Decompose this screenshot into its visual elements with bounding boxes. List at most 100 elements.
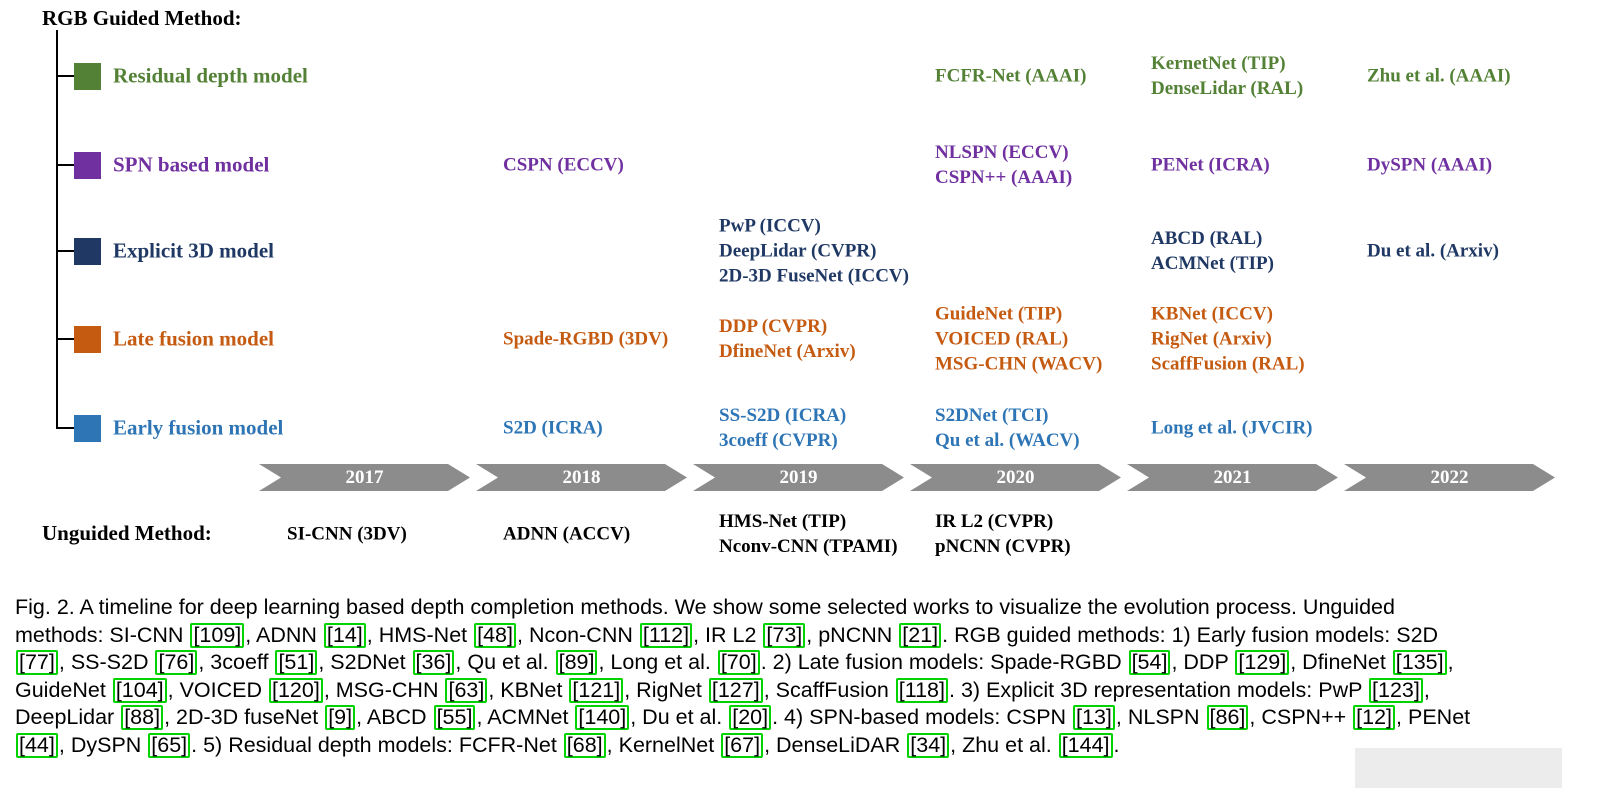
citation-ref: [121] bbox=[569, 677, 624, 703]
spn-based-model-swatch-icon bbox=[74, 152, 101, 179]
method-entry: DySPN (AAAI) bbox=[1367, 154, 1493, 176]
late-fusion-model-2019-entries: DDP (CVPR) DfineNet (Arxiv) bbox=[719, 314, 856, 364]
caption-text: , DySPN bbox=[58, 732, 148, 757]
year-label: 2022 bbox=[1430, 466, 1469, 488]
method-entry: CSPN++ (AAAI) bbox=[935, 167, 1073, 188]
tree-branch-line bbox=[56, 250, 76, 252]
citation-ref: [65] bbox=[148, 732, 191, 758]
caption-text: , PENet bbox=[1396, 705, 1471, 729]
early-fusion-model-label: Early fusion model bbox=[113, 415, 284, 440]
caption-text: , MSG-CHN bbox=[323, 677, 445, 702]
caption-text: , SS-S2D bbox=[58, 650, 155, 674]
citation-ref: [73] bbox=[763, 622, 806, 648]
caption-text: , bbox=[1423, 677, 1430, 702]
method-entry: PwP (ICCV) bbox=[719, 215, 821, 237]
spn-based-model-2021-entries: PENet (ICRA) bbox=[1151, 153, 1270, 178]
year-label: 2019 bbox=[779, 466, 818, 488]
citation-ref: [140] bbox=[575, 705, 630, 730]
citation-ref: [48] bbox=[474, 622, 516, 648]
citation-ref: [129] bbox=[1235, 650, 1290, 675]
citation-ref: [21] bbox=[899, 622, 942, 648]
caption-text: , HMS-Net bbox=[366, 622, 474, 647]
method-entry: S2DNet (TCI) bbox=[935, 405, 1049, 426]
caption-text: , DfineNet bbox=[1290, 650, 1392, 674]
year-arrow-2020: 2020 bbox=[910, 464, 1121, 491]
method-entry: PENet (ICRA) bbox=[1151, 154, 1270, 176]
caption-line: methods: SI-CNN [109], ADNN [14], HMS-Ne… bbox=[15, 622, 1615, 650]
citation-ref: [127] bbox=[708, 677, 763, 703]
residual-depth-model-label: Residual depth model bbox=[113, 63, 308, 88]
method-entry: ScaffFusion (RAL) bbox=[1151, 353, 1305, 375]
method-entry: SS-S2D (ICRA) bbox=[719, 405, 847, 426]
year-arrow-2022: 2022 bbox=[1344, 464, 1555, 491]
caption-text: , VOICED bbox=[167, 677, 268, 702]
method-entry: DDP (CVPR) bbox=[719, 316, 828, 337]
citation-ref: [68] bbox=[563, 732, 606, 758]
caption-text: , pNCNN bbox=[806, 622, 899, 647]
caption-text: Fig. 2. A timeline for deep learning bas… bbox=[15, 595, 1395, 619]
citation-ref: [14] bbox=[323, 622, 366, 648]
citation-ref: [144] bbox=[1058, 732, 1113, 758]
citation-ref: [135] bbox=[1392, 650, 1447, 675]
caption-text: , KernelNet bbox=[606, 732, 721, 757]
caption-text: , ABCD bbox=[356, 705, 433, 729]
citation-ref: [55] bbox=[433, 705, 476, 730]
method-entry: DeepLidar (CVPR) bbox=[719, 240, 877, 262]
tree-branch-line bbox=[56, 427, 76, 429]
caption-text: . 5) Residual depth models: FCFR-Net bbox=[191, 732, 563, 757]
citation-ref: [112] bbox=[639, 622, 693, 648]
method-entry: Spade-RGBD (3DV) bbox=[503, 328, 669, 350]
citation-ref: [104] bbox=[112, 677, 167, 703]
residual-depth-model-2022-entries: Zhu et al. (AAAI) bbox=[1367, 64, 1511, 89]
caption-text: , Qu et al. bbox=[455, 650, 555, 674]
method-entry: Nconv-CNN (TPAMI) bbox=[719, 536, 898, 557]
citation-ref: [109] bbox=[190, 622, 245, 648]
tree-branch-line bbox=[56, 338, 76, 340]
late-fusion-model-2020-entries: GuideNet (TIP)VOICED (RAL)MSG-CHN (WACV) bbox=[935, 302, 1102, 377]
method-entry: MSG-CHN (WACV) bbox=[935, 353, 1103, 375]
method-entry: Long et al. (JVCIR) bbox=[1151, 417, 1313, 439]
gray-artifact-box bbox=[1355, 748, 1562, 788]
caption-text: , Ncon-CNN bbox=[517, 622, 639, 647]
caption-line: GuideNet [104], VOICED [120], MSG-CHN [6… bbox=[15, 677, 1615, 705]
figure-caption: Fig. 2. A timeline for deep learning bas… bbox=[15, 594, 1615, 759]
caption-text: . 2) Late fusion models: Spade-RGBD bbox=[760, 650, 1128, 674]
method-entry: SI-CNN (3DV) bbox=[287, 523, 407, 545]
early-fusion-model-2019-entries: SS-S2D (ICRA)3coeff (CVPR) bbox=[719, 403, 846, 453]
caption-text: , ADNN bbox=[245, 622, 323, 647]
caption-line: Fig. 2. A timeline for deep learning bas… bbox=[15, 594, 1615, 622]
citation-ref: [118] bbox=[895, 677, 948, 703]
caption-text: , bbox=[1447, 650, 1454, 674]
method-entry: DenseLidar (RAL) bbox=[1151, 78, 1304, 99]
tree-branch-line bbox=[56, 75, 76, 77]
method-entry: DfineNet (Arxiv) bbox=[719, 341, 856, 362]
year-arrow-2021: 2021 bbox=[1127, 464, 1338, 491]
citation-ref: [12] bbox=[1353, 705, 1396, 730]
citation-ref: [51] bbox=[275, 650, 318, 675]
citation-ref: [88] bbox=[121, 705, 164, 730]
method-entry: KBNet (ICCV) bbox=[1151, 303, 1273, 325]
citation-ref: [34] bbox=[907, 732, 950, 758]
citation-ref: [77] bbox=[16, 650, 58, 675]
year-label: 2018 bbox=[562, 466, 601, 488]
early-fusion-model-2021-entries: Long et al. (JVCIR) bbox=[1151, 416, 1313, 441]
caption-text: , Long et al. bbox=[598, 650, 717, 674]
caption-text: . 3) Explicit 3D representation models: … bbox=[949, 677, 1369, 702]
unguided-2018-entries: ADNN (ACCV) bbox=[503, 522, 630, 547]
citation-ref: [20] bbox=[729, 705, 772, 730]
citation-ref: [44] bbox=[16, 732, 58, 758]
explicit-3d-model-2019-entries: PwP (ICCV)DeepLidar (CVPR)2D-3D FuseNet … bbox=[719, 214, 909, 289]
year-arrow-2019: 2019 bbox=[693, 464, 904, 491]
caption-text: , Du et al. bbox=[630, 705, 729, 729]
late-fusion-model-swatch-icon bbox=[74, 326, 101, 353]
caption-text: , ACMNet bbox=[476, 705, 575, 729]
rgb-guided-method-heading: RGB Guided Method: bbox=[42, 6, 242, 30]
caption-text: , Zhu et al. bbox=[950, 732, 1058, 757]
method-entry: Qu et al. (WACV) bbox=[935, 430, 1080, 451]
method-entry: pNCNN (CVPR) bbox=[935, 536, 1071, 557]
citation-ref: [13] bbox=[1073, 705, 1115, 730]
early-fusion-model-2018-entries: S2D (ICRA) bbox=[503, 416, 603, 441]
caption-text: , ScaffFusion bbox=[763, 677, 895, 702]
explicit-3d-model-2021-entries: ABCD (RAL)ACMNet (TIP) bbox=[1151, 226, 1274, 276]
